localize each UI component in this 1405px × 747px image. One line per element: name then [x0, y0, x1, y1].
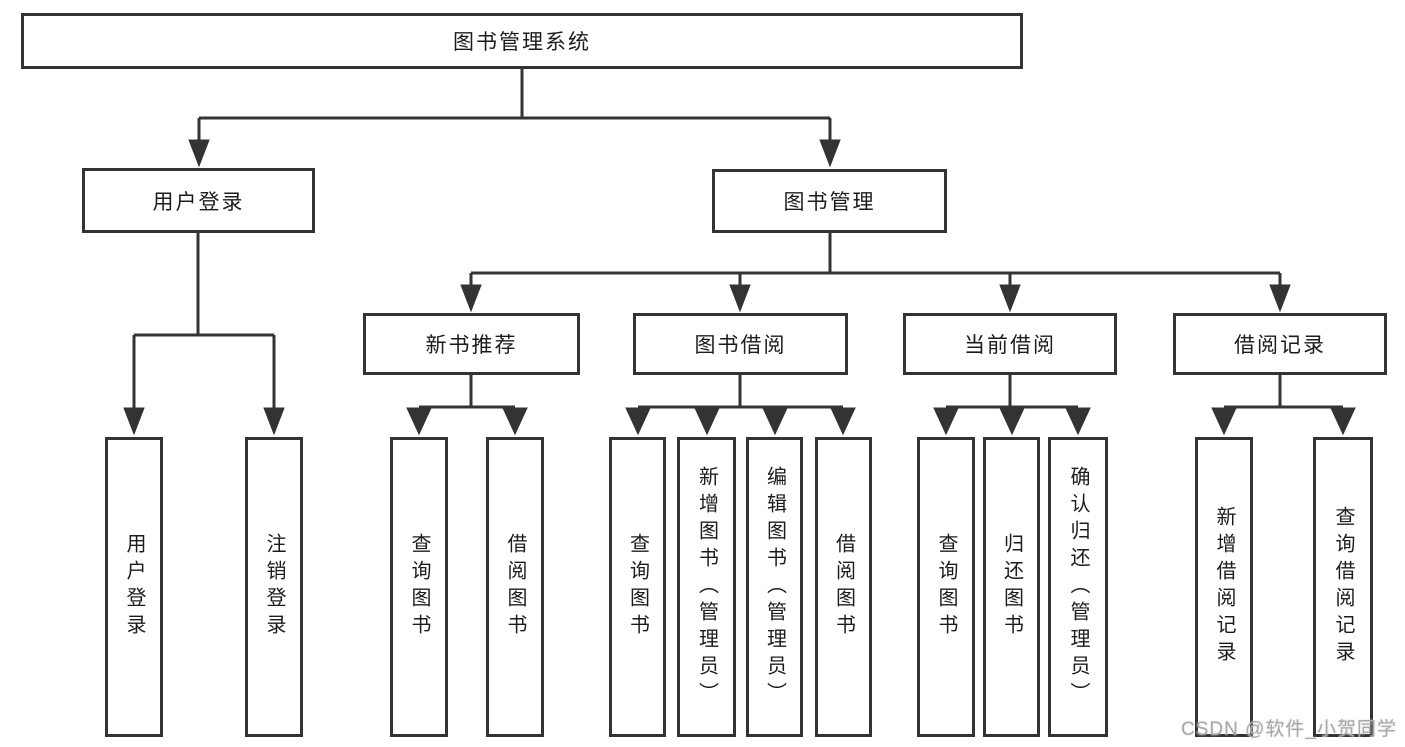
node-label: 用户登录 [123, 533, 145, 641]
node-label: 用户登录 [152, 190, 245, 214]
node-label: 当前借阅 [964, 334, 1056, 357]
node-label: 借阅图书 [504, 533, 526, 641]
node-label: 新书推荐 [425, 334, 518, 357]
node-book-management: 图书管理 [712, 169, 947, 233]
leaf-query-book-recommend: 查询图书 [390, 437, 448, 737]
node-user-login: 用户登录 [82, 168, 315, 233]
node-label: 确认归还（管理员） [1067, 465, 1089, 709]
node-root: 图书管理系统 [21, 13, 1023, 69]
leaf-query-book-borrow: 查询图书 [609, 437, 666, 737]
node-label: 借阅记录 [1234, 334, 1326, 357]
leaf-add-borrow-record: 新增借阅记录 [1195, 437, 1253, 737]
node-new-book-recommend: 新书推荐 [363, 313, 580, 375]
leaf-borrow-book-bb: 借阅图书 [815, 437, 872, 737]
node-label: 借阅图书 [832, 533, 855, 641]
leaf-edit-book-admin: 编辑图书（管理员） [746, 437, 803, 737]
node-label: 图书管理 [783, 191, 876, 214]
leaf-add-book-admin: 新增图书（管理员） [677, 437, 736, 737]
node-label: 图书借阅 [694, 334, 787, 357]
node-label: 新增借阅记录 [1213, 506, 1235, 668]
node-label: 注销登录 [263, 533, 285, 641]
leaf-user-login: 用户登录 [105, 437, 163, 737]
leaf-query-borrow-record: 查询借阅记录 [1313, 437, 1373, 737]
leaf-confirm-return-admin: 确认归还（管理员） [1048, 437, 1108, 737]
node-label: 归还图书 [1000, 533, 1023, 641]
node-borrow-records: 借阅记录 [1173, 313, 1387, 375]
node-current-borrow: 当前借阅 [903, 313, 1117, 375]
node-label: 图书管理系统 [453, 31, 591, 54]
node-label: 新增图书（管理员） [695, 465, 718, 709]
leaf-borrow-book-recommend: 借阅图书 [486, 437, 544, 737]
node-label: 查询图书 [626, 533, 649, 641]
node-book-borrow: 图书借阅 [633, 313, 848, 375]
node-label: 查询图书 [935, 533, 957, 641]
leaf-query-book-current: 查询图书 [917, 437, 975, 737]
watermark: CSDN @软件_小贺同学 [1181, 719, 1397, 740]
leaf-logout-login: 注销登录 [245, 437, 303, 737]
node-label: 查询图书 [408, 533, 430, 641]
leaf-return-book: 归还图书 [983, 437, 1040, 737]
node-label: 查询借阅记录 [1332, 506, 1354, 668]
node-label: 编辑图书（管理员） [763, 465, 786, 709]
